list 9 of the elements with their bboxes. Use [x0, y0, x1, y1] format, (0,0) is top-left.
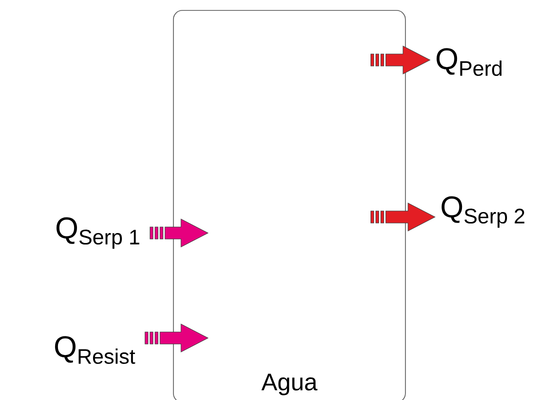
- block-arrow: [144, 324, 208, 352]
- quantity-label: Q$_{Resist}$: [55, 336, 136, 364]
- quantity-label: Q$_{Serp 1}$: [56, 217, 140, 249]
- block-arrow: [370, 46, 430, 74]
- block-arrow: [370, 202, 436, 232]
- quantity-label: Q$_{Perd}$: [436, 48, 502, 76]
- block-arrow: [150, 218, 208, 248]
- tank-box: Agua: [173, 10, 406, 400]
- quantity-label: Q$_{Serp 2}$: [442, 196, 524, 228]
